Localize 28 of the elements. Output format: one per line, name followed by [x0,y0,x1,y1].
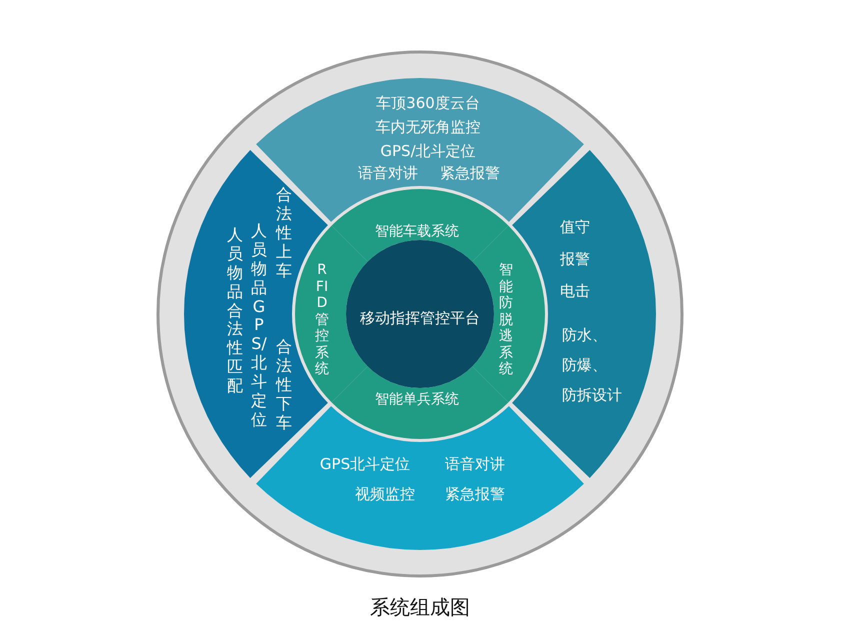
platform-title: 移动指挥管控平台 [360,309,480,327]
feature-text: 人员物品GPS/北斗定位 [250,222,268,430]
system-name: 智能车载系统 [375,224,459,240]
feature-text: 防拆设计 [562,386,622,404]
feature-text: 防水、 [562,326,607,344]
feature-text: 值守 [560,218,590,236]
quadrant-segment [512,150,656,478]
ring-segment [331,189,509,262]
system-name: 智能防脱逃系统 [498,262,514,378]
feature-text: GPS/北斗定位 [380,142,476,160]
feature-text: 紧急报警 [445,485,505,503]
figure-caption: 系统组成图 [370,594,470,621]
feature-text: 视频监控 [355,485,415,503]
feature-text: 语音对讲 [358,164,418,182]
feature-text: 合法性下车 [276,338,292,432]
system-name: 智能单兵系统 [375,392,459,408]
system-name: RFID管控系统 [314,262,330,378]
feature-text: GPS北斗定位 [320,455,410,473]
feature-text: 人员物品合法性匹配 [226,226,244,396]
feature-text: 合法性上车 [276,186,292,280]
feature-text: 紧急报警 [440,164,500,182]
feature-text: 车顶360度云台 [376,94,480,112]
feature-text: 电击 [560,282,590,300]
feature-text: 语音对讲 [445,455,505,473]
center-circle [346,240,494,388]
feature-text: 车内无死角监控 [376,118,480,136]
feature-text: 防爆、 [562,356,607,374]
feature-text: 报警 [560,250,590,268]
